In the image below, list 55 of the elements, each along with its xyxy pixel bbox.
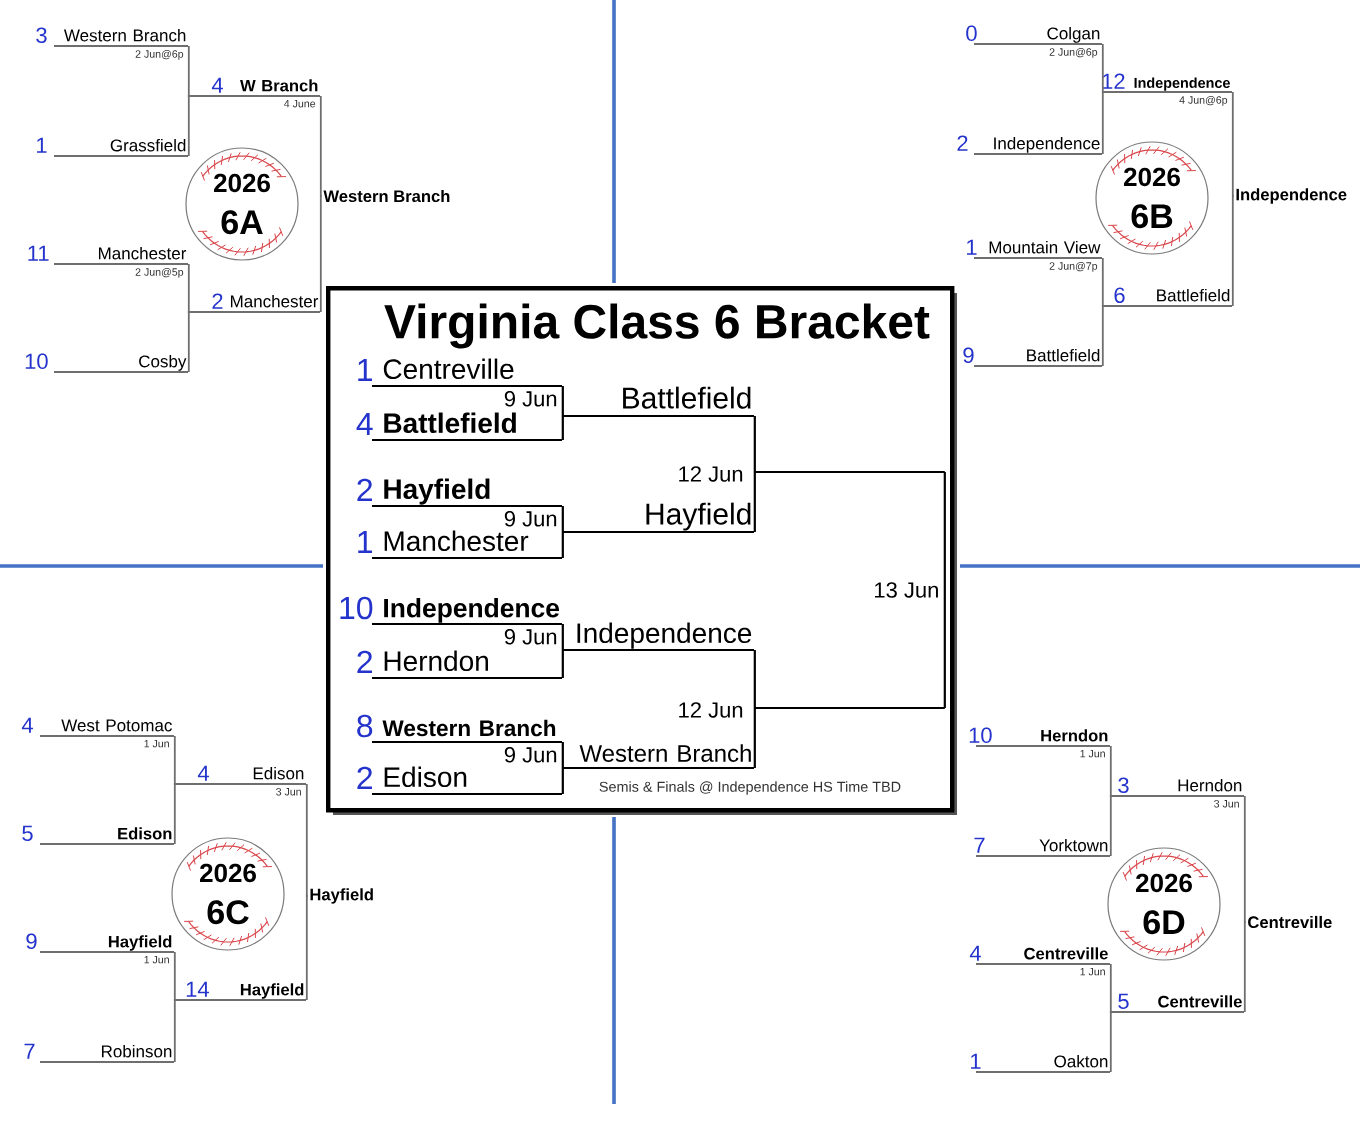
team-slot: Manchester <box>53 246 189 265</box>
bracket-connector <box>173 999 214 1063</box>
score: 1 <box>37 137 47 153</box>
bracket-connector <box>187 311 228 373</box>
bracket-connector <box>1109 1011 1134 1073</box>
score: 10 <box>969 727 992 743</box>
winner-name: Western Branch <box>323 189 450 203</box>
bracket-connector <box>1101 305 1130 367</box>
team-slot: West Potomac <box>39 719 175 737</box>
score: 12 <box>1102 73 1125 89</box>
score: 1 <box>971 1053 981 1069</box>
score: 4 <box>197 765 209 781</box>
team-slot: Western Branch <box>53 28 189 47</box>
score: 1 <box>967 239 977 255</box>
bracket-connector <box>1231 91 1234 197</box>
score: 10 <box>25 353 48 369</box>
score: 9 <box>963 347 974 363</box>
bracket-connector <box>1101 91 1130 155</box>
score: 2 <box>212 293 223 309</box>
score: 4 <box>21 717 33 733</box>
score: 14 <box>186 981 209 997</box>
score: 5 <box>22 825 33 841</box>
winner-name: Hayfield <box>310 888 373 904</box>
bracket-connector <box>187 95 228 157</box>
team-slot: Hayfield <box>39 935 175 953</box>
bracket-connector <box>1243 921 1246 1013</box>
winner-name: Centreville <box>1248 915 1332 929</box>
bracket-connector <box>319 195 322 313</box>
baseball: 2026 6C <box>171 837 285 951</box>
baseball: 2026 6D <box>1107 847 1221 961</box>
bracket-connector <box>1243 795 1246 923</box>
team-slot: Edison <box>39 827 175 845</box>
score: 5 <box>1118 993 1129 1009</box>
score: 4 <box>211 77 223 93</box>
bracket-connector <box>305 895 308 1001</box>
bracket-connector <box>305 783 308 897</box>
team-slot: Grassfield <box>53 138 189 157</box>
score: 6 <box>1114 287 1125 303</box>
bracket-connector <box>1109 795 1134 857</box>
bracket-connector <box>173 783 214 845</box>
score: 7 <box>24 1043 35 1059</box>
score: 11 <box>28 245 49 261</box>
score: 9 <box>26 933 37 949</box>
bracket-connector <box>1231 195 1234 307</box>
team-slot: Cosby <box>53 354 189 373</box>
bracket-connector <box>319 95 322 197</box>
score: 7 <box>974 837 985 853</box>
winner-name: Independence <box>1236 188 1347 204</box>
score: 2 <box>957 135 968 151</box>
team-slot: Battlefield <box>973 348 1103 367</box>
team-slot: Robinson <box>39 1044 175 1063</box>
baseball: 2026 6A <box>185 147 299 261</box>
score: 3 <box>1118 777 1129 793</box>
score: 0 <box>966 25 977 41</box>
score: 3 <box>36 27 47 43</box>
